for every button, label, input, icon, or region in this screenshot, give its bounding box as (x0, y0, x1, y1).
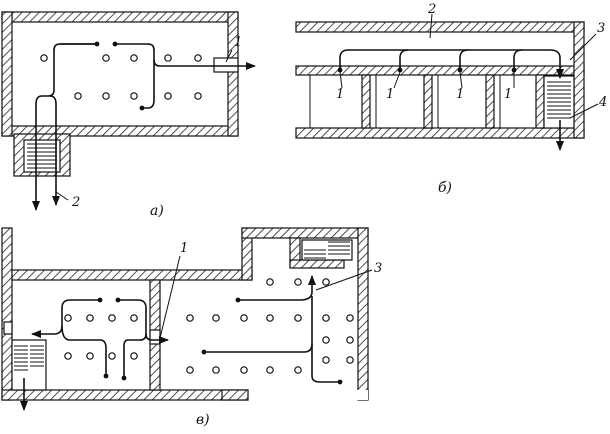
panel-b: 2 1 1 1 1 3 4 б) (295, 2, 607, 196)
panel-a-routes (32, 43, 256, 211)
panel-c-label-door: 1 (180, 241, 188, 256)
panel-c-route-starts (97, 297, 343, 385)
panel-c-staircase-right (301, 239, 353, 261)
panel-a-route-starts (94, 41, 145, 111)
panel-b-label-room-1c: 1 (456, 87, 464, 102)
panel-c-caption: в) (196, 412, 210, 428)
panel-b-label-room-1d: 1 (504, 87, 512, 102)
panel-c-staircase-left (11, 339, 47, 391)
panel-b-routes (339, 49, 564, 151)
panel-a-exit-door (213, 57, 239, 73)
panel-b-route-starts (337, 67, 517, 73)
panel-b-caption: б) (438, 180, 452, 196)
panel-a: 1 2 а) (1, 11, 256, 219)
panel-a-label-stair: 2 (71, 195, 80, 210)
panel-b-walls (295, 21, 585, 139)
panel-c-columns (64, 278, 354, 374)
panel-a-label-exit: 1 (234, 35, 242, 50)
panel-c-routes (20, 275, 340, 411)
panel-a-staircase (13, 133, 71, 177)
panel-b-staircase (543, 75, 575, 129)
panel-a-walls (1, 11, 239, 137)
panel-a-caption: а) (150, 203, 164, 219)
panel-b-label-exit: 4 (598, 95, 607, 110)
panel-b-label-corridor: 2 (427, 2, 436, 17)
panel-a-columns (40, 54, 202, 100)
panel-b-label-room-1a: 1 (336, 87, 344, 102)
panel-c-label-exit: 3 (374, 261, 382, 276)
panel-b-label-room-1b: 1 (386, 87, 394, 102)
panel-c: 1 3 в) (1, 227, 382, 428)
panel-b-label-stair: 3 (597, 21, 605, 36)
